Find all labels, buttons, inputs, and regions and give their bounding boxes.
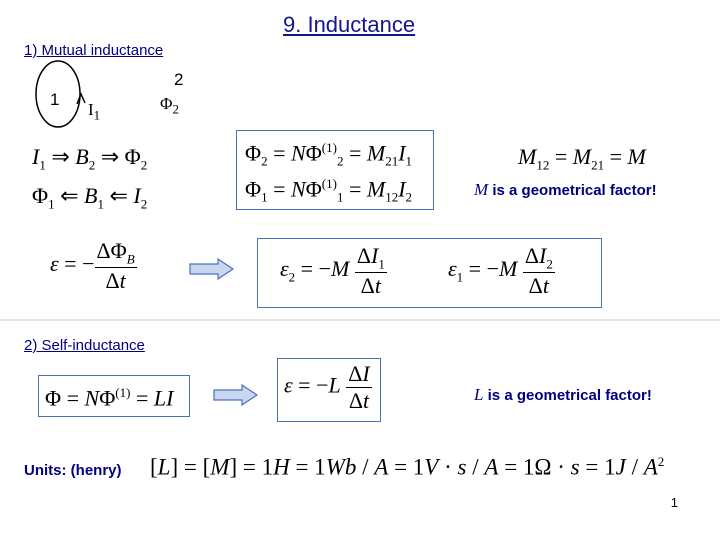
equation-self-flux: Φ = NΦ(1) = LI (45, 385, 174, 411)
right-arrow-icon (213, 384, 259, 406)
loop-1-label: 1 (50, 90, 60, 109)
chain-i2-to-phi1: Φ1 ⇐ B1 ⇐ I2 (32, 183, 148, 212)
chain-i1-to-phi2: I1 ⇒ B2 ⇒ Φ2 (32, 144, 148, 173)
section-self-heading: 2) Self-inductance (24, 337, 145, 354)
self-flux-box: Φ = NΦ(1) = LI (38, 375, 190, 417)
equation-phi1: Φ1 = NΦ(1)1 = M12I2 (245, 176, 413, 205)
current-i1-label: I1 (88, 100, 101, 123)
current-arrow-icon (76, 92, 86, 105)
units-label: Units: (henry) (24, 462, 122, 479)
loop-1-shape (35, 60, 81, 128)
equation-phi2: Φ2 = NΦ(1)2 = M21I1 (245, 140, 413, 169)
section-divider (0, 319, 720, 321)
page-title: 9. Inductance (283, 12, 416, 37)
right-arrow-icon (189, 258, 235, 280)
l-geometric-note: L is a geometrical factor! (474, 385, 652, 404)
equation-m-symmetry: M12 = M21 = M (518, 144, 646, 173)
loop-2-label: 2 (174, 70, 184, 89)
flux-phi2-label: Φ2 (160, 94, 179, 117)
section-mutual-heading: 1) Mutual inductance (24, 42, 164, 59)
equation-units: [L] = [M] = 1H = 1Wb / A = 1V · s / A = … (150, 454, 665, 480)
page-number: 1 (670, 495, 678, 510)
loops-diagram (35, 60, 86, 128)
m-geometric-note: M is a geometrical factor! (474, 180, 657, 199)
mutual-flux-box: Φ2 = NΦ(1)2 = M21I1 Φ1 = NΦ(1)1 = M12I2 (236, 130, 434, 210)
